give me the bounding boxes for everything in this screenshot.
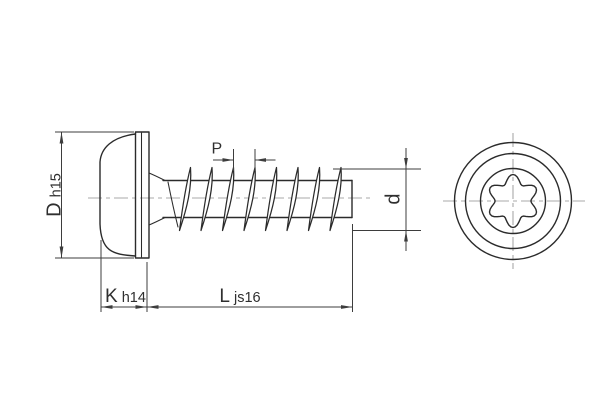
label-letter: D	[44, 202, 66, 216]
thread-crest	[307, 166, 321, 232]
label-tolerance: js16	[233, 290, 261, 306]
arrowhead	[135, 305, 147, 309]
side-view	[99, 131, 353, 259]
arrowhead	[147, 305, 159, 309]
arrowhead	[222, 158, 234, 162]
flange-outline-circle	[453, 141, 573, 261]
head-flange	[134, 131, 150, 259]
label-tolerance: h14	[122, 290, 146, 306]
label-thread-diameter: d	[383, 193, 405, 204]
arrowhead	[59, 246, 64, 258]
thread-crest	[178, 166, 192, 232]
arrowhead	[404, 230, 408, 242]
neck-fillet-bottom	[148, 216, 166, 226]
front-view	[453, 141, 573, 261]
arrowhead	[101, 305, 113, 309]
dimension-head-diameter: Dh15	[44, 131, 134, 259]
thread-runout	[167, 181, 179, 228]
torx-recess	[488, 173, 538, 229]
label-head-diameter: Dh15	[44, 173, 66, 217]
head-dome	[99, 133, 137, 257]
label-letter: K	[105, 286, 118, 307]
label-letter: L	[219, 286, 230, 307]
arrowhead	[341, 305, 353, 309]
arrowhead	[255, 158, 266, 162]
thread-crest	[221, 166, 235, 232]
neck-fillet-top	[148, 172, 166, 182]
thread-crest	[286, 166, 299, 232]
thread-crest	[329, 166, 342, 232]
thread-crest	[200, 166, 213, 232]
thread-crest	[264, 166, 278, 232]
thread-crest	[243, 166, 256, 232]
label-tolerance: h15	[49, 173, 65, 197]
label-pitch: P	[212, 141, 223, 158]
thread-crests	[178, 166, 342, 232]
dimension-pitch: P	[212, 141, 276, 171]
dome-outline-circle	[464, 152, 562, 250]
arrowhead	[59, 132, 64, 144]
arrowhead	[404, 158, 408, 169]
dimension-thread-diameter: d	[333, 148, 421, 251]
recess-opening-circle	[479, 167, 547, 235]
